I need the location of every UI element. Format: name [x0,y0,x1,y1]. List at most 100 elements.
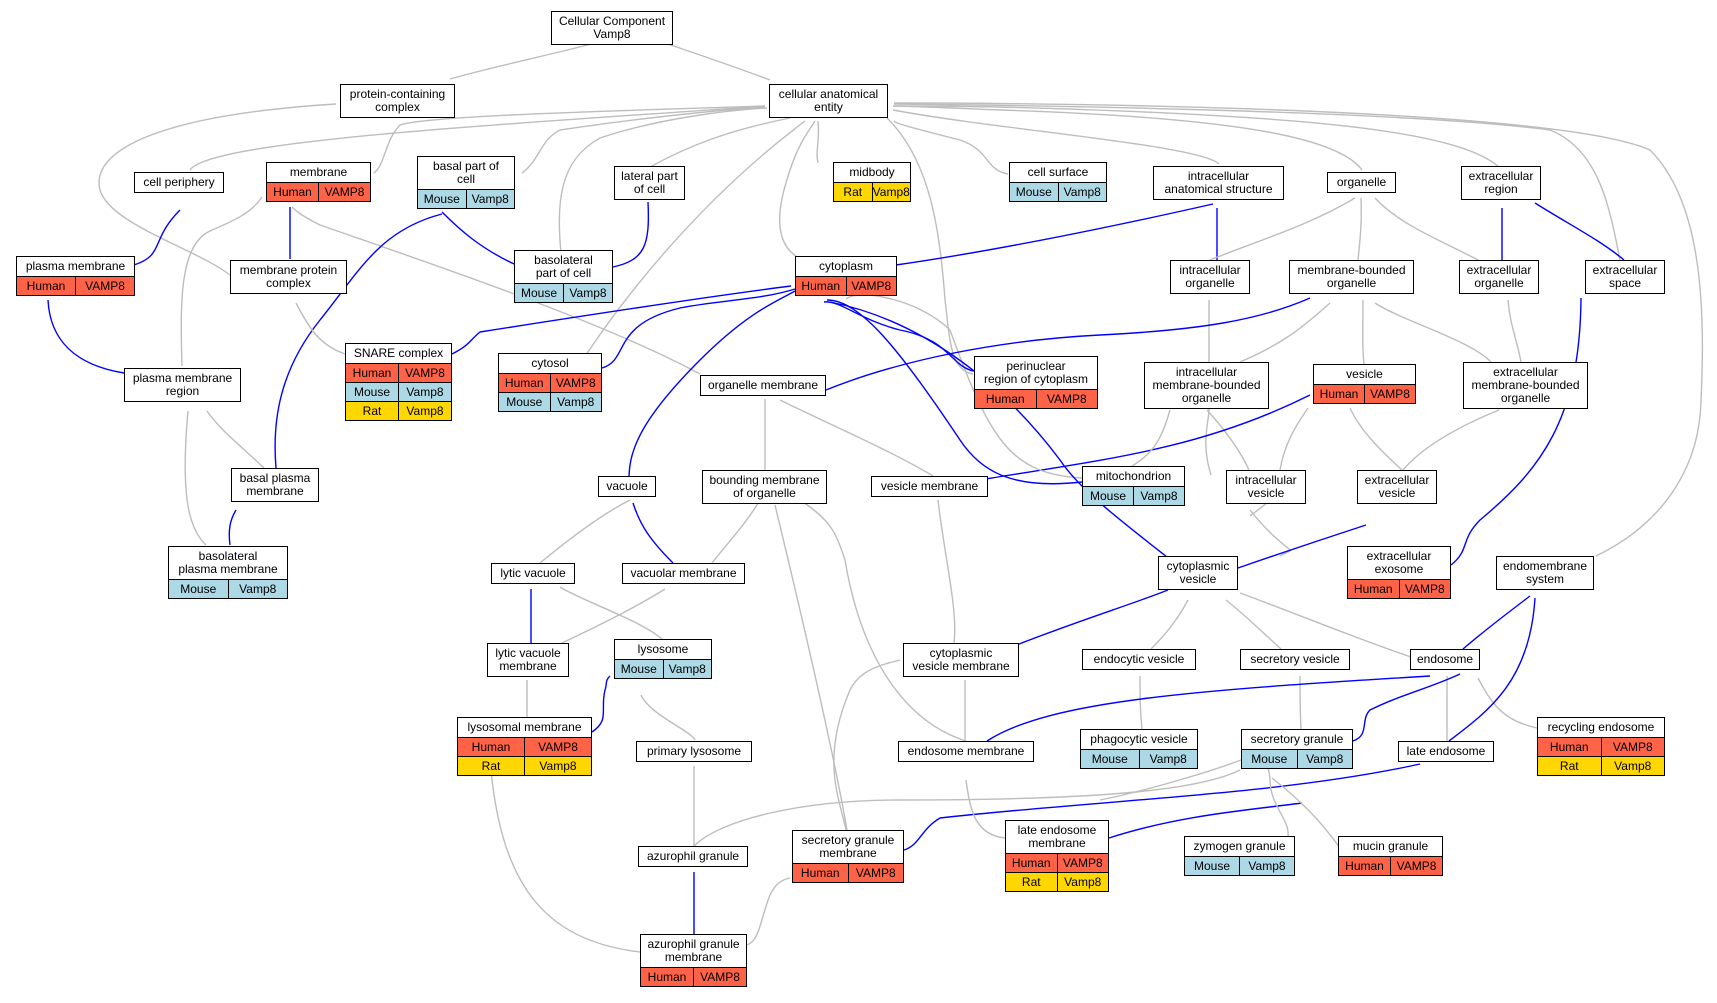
node-vesicle-membrane[interactable]: vesicle membrane [871,476,988,497]
node-label-line: membrane protein [239,263,338,277]
node-endosome-membrane[interactable]: endosome membrane [898,741,1034,762]
node-late-endosome[interactable]: late endosome [1398,741,1494,762]
node-secretory-vesicle[interactable]: secretory vesicle [1240,649,1350,670]
edge-gray [1402,409,1500,471]
gene-cell: VAMP8 [1364,385,1415,403]
edge-blue [895,203,1214,266]
edge-blue [1534,202,1625,261]
edge-gray [1209,197,1356,261]
edge-gray [561,588,666,644]
edge-blue [591,675,611,733]
node-vacuolar-membrane[interactable]: vacuolar membrane [622,563,745,584]
edge-gray [1150,599,1189,650]
node-label-line: endosome [1416,652,1474,666]
node-organelle-membrane[interactable]: organelle membrane [700,375,826,396]
node-label-line: cytoplasm [818,259,874,273]
node-label-line: extracellular [1366,549,1432,563]
node-label: cell surface [1010,163,1106,182]
node-endosome[interactable]: endosome [1410,649,1480,670]
node-label: recycling endosome [1538,718,1664,737]
node-label-line: late endosome [1017,823,1097,837]
node-label-line: lytic vacuole [495,646,561,660]
edge-gray [1299,675,1302,730]
node-organelle[interactable]: organelle [1327,172,1396,193]
node-vacuole[interactable]: vacuole [598,476,656,497]
edge-gray [816,120,820,164]
node-cell-periphery[interactable]: cell periphery [134,172,224,193]
species-cell: Mouse [1015,185,1052,199]
node-azurophil-granule[interactable]: azurophil granule [638,846,748,867]
node-lytic-vacuole[interactable]: lytic vacuole [491,563,575,584]
edge-gray [1225,599,1282,650]
edge-blue [228,509,237,546]
node-primary-lysosome[interactable]: primary lysosome [636,741,752,762]
node-endocytic-vesicle[interactable]: endocytic vesicle [1082,649,1196,670]
edge-blue [829,301,1173,562]
node-label-line: membrane [1028,836,1086,850]
edge-gray [572,120,806,376]
gene-cell: Vamp8 [465,190,515,208]
edge-gray [1239,302,1331,363]
